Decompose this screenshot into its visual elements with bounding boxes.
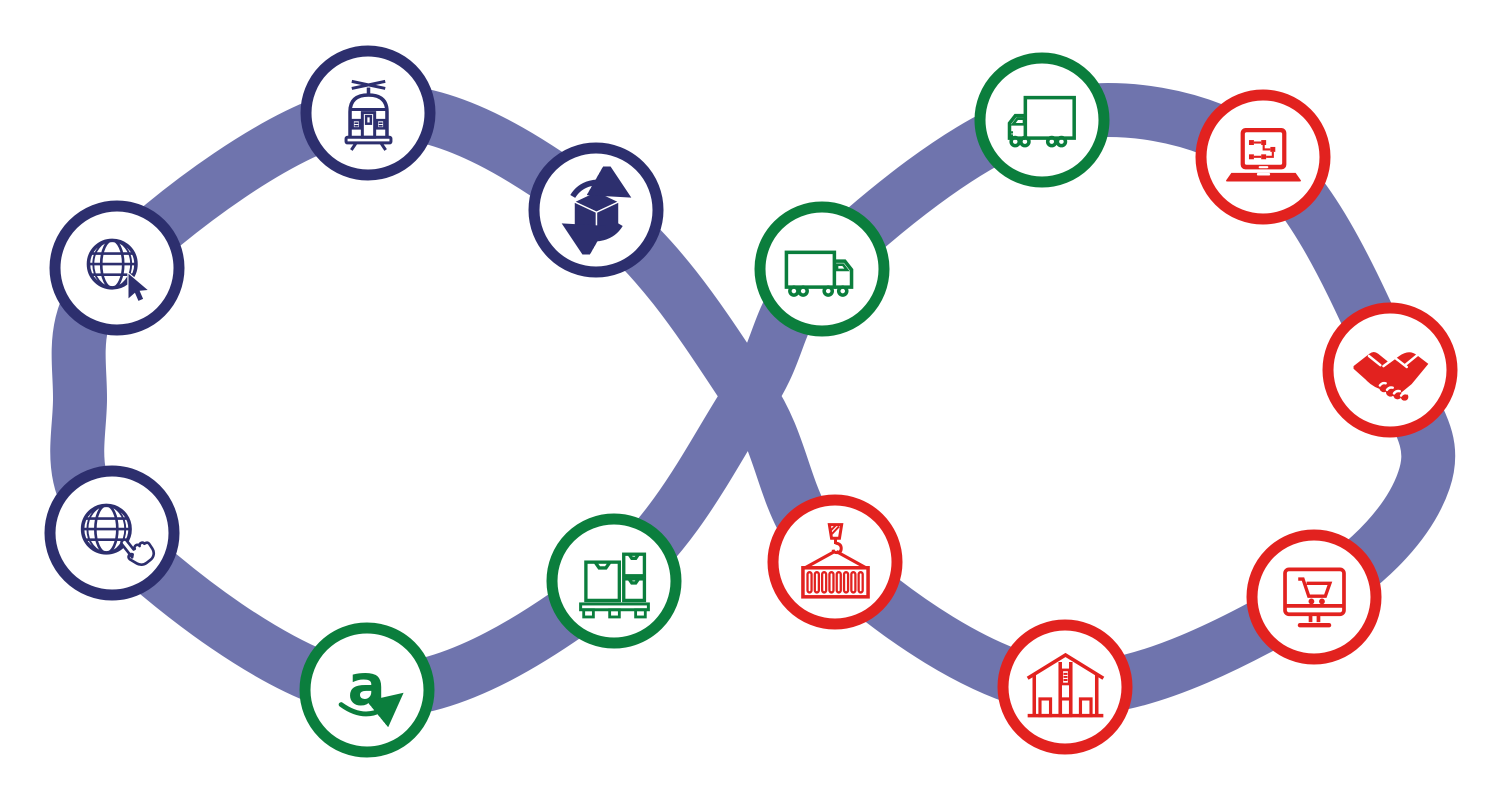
- container-shipping-ring: [767, 494, 903, 630]
- rail-transport-ring: [300, 45, 436, 181]
- node-amazon-marketplace: a: [299, 622, 435, 758]
- node-online-browsing: [49, 200, 185, 336]
- laptop-flowchart-icon: [1219, 113, 1307, 201]
- node-box-truck-delivery: [974, 52, 1110, 188]
- container-crane-icon: [791, 518, 879, 606]
- node-order-processing: [528, 142, 664, 278]
- warehouse-icon: [1021, 643, 1109, 731]
- pallet-boxes-icon: [570, 537, 658, 625]
- globe-click-icon: [73, 224, 161, 312]
- order-processing-ring: [528, 142, 664, 278]
- logistics-planning-ring: [1195, 89, 1331, 225]
- online-ordering-ring: [44, 465, 180, 601]
- node-logistics-planning: [1195, 89, 1331, 225]
- node-ecommerce-store: [1246, 529, 1382, 665]
- node-container-shipping: [767, 494, 903, 630]
- partnership-ring: [1322, 302, 1458, 438]
- truck-freight-ring: [754, 201, 890, 337]
- ecommerce-store-ring: [1246, 529, 1382, 665]
- tram-icon: [324, 69, 412, 157]
- node-warehouse: [997, 619, 1133, 755]
- globe-touch-icon: [68, 489, 156, 577]
- semi-truck-icon: [778, 225, 866, 313]
- amazon-icon: a: [323, 646, 411, 734]
- box-truck-delivery-ring: [974, 52, 1110, 188]
- monitor-cart-icon: [1270, 553, 1358, 641]
- online-browsing-ring: [49, 200, 185, 336]
- handshake-icon: [1346, 326, 1434, 414]
- box-truck-icon: [998, 76, 1086, 164]
- warehouse-ring: [997, 619, 1133, 755]
- package-cycle-icon: [552, 166, 640, 254]
- amazon-marketplace-ring: a: [299, 622, 435, 758]
- node-partnership: [1322, 302, 1458, 438]
- node-rail-transport: [300, 45, 436, 181]
- node-online-ordering: [44, 465, 180, 601]
- node-truck-freight: [754, 201, 890, 337]
- node-palletized-goods: [546, 513, 682, 649]
- palletized-goods-ring: [546, 513, 682, 649]
